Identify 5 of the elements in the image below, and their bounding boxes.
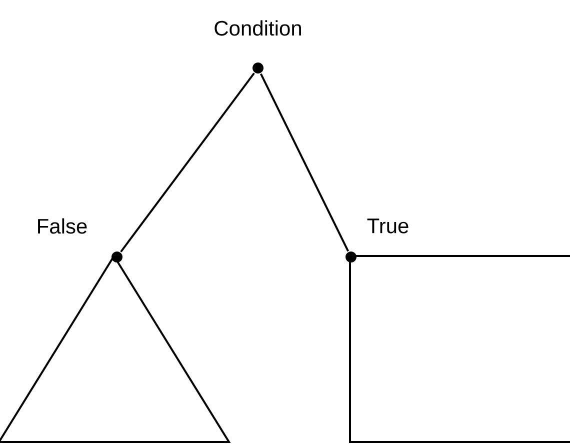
node-label: False <box>38 218 87 234</box>
node-label: Condition <box>214 20 301 36</box>
node-label: True <box>367 218 408 234</box>
line <box>120 72 255 252</box>
line <box>260 73 350 252</box>
